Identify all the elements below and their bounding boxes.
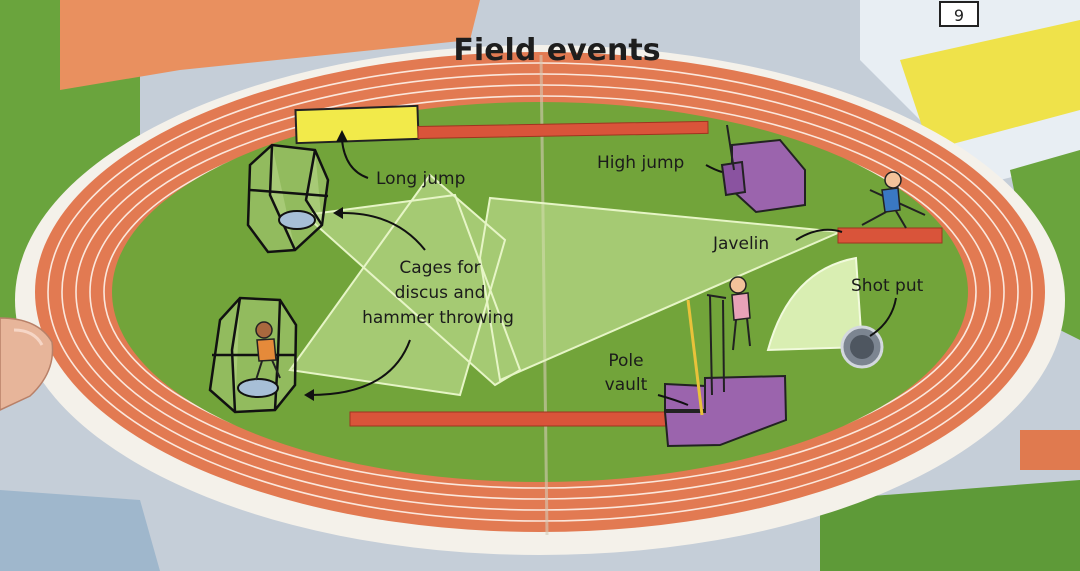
- pole-vaulter: [729, 276, 751, 351]
- pole-vault-runway: [349, 411, 691, 427]
- long-jump-runway: [417, 120, 709, 139]
- page-title: Field events: [453, 33, 660, 68]
- lane-number-sign: 9: [939, 1, 979, 27]
- label-shot-put: Shot put: [851, 276, 924, 296]
- hammer-thrower: [255, 321, 281, 381]
- label-pole-line1: Pole: [608, 351, 643, 371]
- label-javelin: Javelin: [712, 234, 769, 254]
- blue-patch-bottom-left: [0, 490, 160, 571]
- label-arrows: [309, 139, 897, 406]
- arrow-javelin: [795, 228, 843, 241]
- label-pole-line2: vault: [605, 375, 648, 395]
- throwing-sectors: [290, 175, 840, 395]
- arrow-cages-upper: [339, 211, 426, 251]
- javelin-runway: [837, 227, 943, 244]
- label-high-jump: High jump: [597, 153, 684, 173]
- arrow-pole-vault: [657, 394, 689, 406]
- grass-patch-bottom-right: [820, 480, 1080, 571]
- label-cages-line2: discus and: [395, 283, 486, 303]
- pole-vault-mat: [663, 374, 788, 448]
- high-jump-mat: [720, 124, 806, 214]
- discus-circle-upper: [278, 210, 316, 230]
- vaulting-pole: [686, 299, 704, 416]
- label-cages-line3: hammer throwing: [362, 308, 514, 328]
- pole-vault-uprights: [706, 294, 727, 396]
- track-segment-top: [60, 0, 480, 90]
- track-segment-right: [1020, 430, 1080, 470]
- label-cages-line1: Cages for: [399, 258, 480, 278]
- shot-put-sector: [766, 256, 864, 352]
- arrow-long-jump: [341, 139, 369, 179]
- arrow-heads: [304, 130, 348, 401]
- hammer-circle-lower: [237, 378, 279, 398]
- arrow-cages-lower: [309, 339, 411, 396]
- throwing-sector-outlines: [288, 173, 844, 397]
- arrow-high-jump: [705, 164, 723, 173]
- javelin-thrower: [861, 171, 907, 229]
- shot-put-ring-inner: [850, 335, 874, 359]
- yellow-stand-top-right: [900, 20, 1080, 150]
- long-jump-sand-pit: [294, 104, 420, 145]
- arrow-shot-put: [869, 297, 897, 337]
- lane-number: 9: [954, 6, 964, 25]
- thumbnail-highlight: [13, 328, 44, 346]
- label-long-jump: Long jump: [376, 169, 465, 189]
